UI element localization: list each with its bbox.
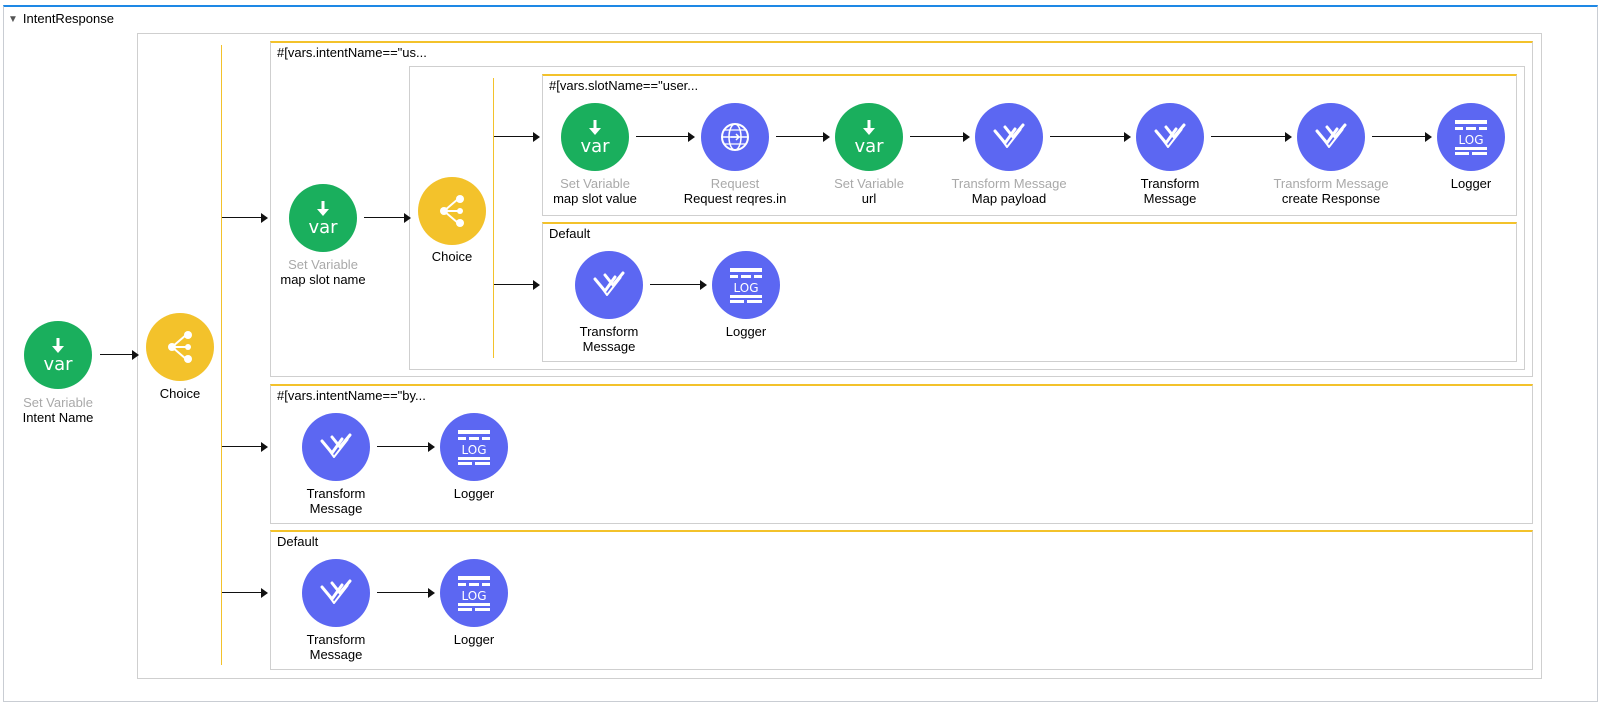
- set-variable-map-slot-value-node[interactable]: [561, 103, 629, 171]
- request-node[interactable]: [701, 103, 769, 171]
- flow-arrow: [222, 442, 268, 452]
- var-icon: [835, 103, 903, 171]
- transform-icon: [302, 559, 370, 627]
- flow-title: IntentResponse: [22, 11, 114, 26]
- flow-arrow: [494, 132, 540, 142]
- set-variable-map-slot-name-node[interactable]: [289, 184, 357, 252]
- flow-arrow: [910, 132, 970, 142]
- flow-arrow: [222, 213, 268, 223]
- set-variable-url-node[interactable]: [835, 103, 903, 171]
- node-label: Logger: [1450, 176, 1492, 191]
- set-variable-intent-name-node[interactable]: [24, 321, 92, 389]
- logger-icon: [712, 251, 780, 319]
- route-expression: #[vars.intentName=="us...: [277, 45, 427, 60]
- flow-arrow: [776, 132, 830, 142]
- node-label: Logger: [725, 324, 767, 339]
- var-icon: [289, 184, 357, 252]
- route-label-default: Default: [277, 534, 319, 549]
- choice-icon: [146, 313, 214, 381]
- logger-node[interactable]: [440, 559, 508, 627]
- transform-icon: [1136, 103, 1204, 171]
- transform-icon: [575, 251, 643, 319]
- route-expression: #[vars.intentName=="by...: [277, 388, 426, 403]
- node-label: Logger: [453, 486, 495, 501]
- choice-slot-node[interactable]: [418, 177, 486, 245]
- transform-message-node[interactable]: [1136, 103, 1204, 171]
- transform-map-payload-node[interactable]: [975, 103, 1043, 171]
- flow-arrow: [1211, 132, 1292, 142]
- flow-arrow: [1372, 132, 1432, 142]
- route-expression: #[vars.slotName=="user...: [549, 78, 699, 93]
- flow-header[interactable]: ▼ IntentResponse: [8, 11, 114, 27]
- transform-create-response-node[interactable]: [1297, 103, 1365, 171]
- transform-icon: [302, 413, 370, 481]
- node-label: Choice: [159, 386, 201, 401]
- route-label-default: Default: [549, 226, 591, 241]
- logger-node[interactable]: [1437, 103, 1505, 171]
- transform-message-node[interactable]: [302, 559, 370, 627]
- choice-icon: [418, 177, 486, 245]
- logger-icon: [1437, 103, 1505, 171]
- logger-icon: [440, 413, 508, 481]
- logger-node[interactable]: [440, 413, 508, 481]
- flow-arrow: [377, 588, 435, 598]
- transform-icon: [975, 103, 1043, 171]
- flow-arrow: [222, 588, 268, 598]
- node-label: Choice: [431, 249, 473, 264]
- flow-arrow: [636, 132, 695, 142]
- transform-message-node[interactable]: [575, 251, 643, 319]
- flow-arrow: [100, 350, 139, 360]
- collapse-triangle-icon[interactable]: ▼: [8, 14, 18, 25]
- logger-node[interactable]: [712, 251, 780, 319]
- choice-route-line: [221, 45, 222, 665]
- flow-arrow: [377, 442, 435, 452]
- flow-container: [3, 5, 1598, 702]
- var-icon: [561, 103, 629, 171]
- node-label: Logger: [453, 632, 495, 647]
- var-icon: [24, 321, 92, 389]
- flow-arrow: [494, 280, 540, 290]
- inner-choice-route-line: [493, 78, 494, 358]
- logger-icon: [440, 559, 508, 627]
- flow-arrow: [1050, 132, 1131, 142]
- transform-icon: [1297, 103, 1365, 171]
- flow-arrow: [364, 213, 411, 223]
- route-inner-default[interactable]: Default: [542, 222, 1517, 362]
- choice-main-node[interactable]: [146, 313, 214, 381]
- flow-arrow: [650, 280, 707, 290]
- transform-message-node[interactable]: [302, 413, 370, 481]
- globe-icon: [701, 103, 769, 171]
